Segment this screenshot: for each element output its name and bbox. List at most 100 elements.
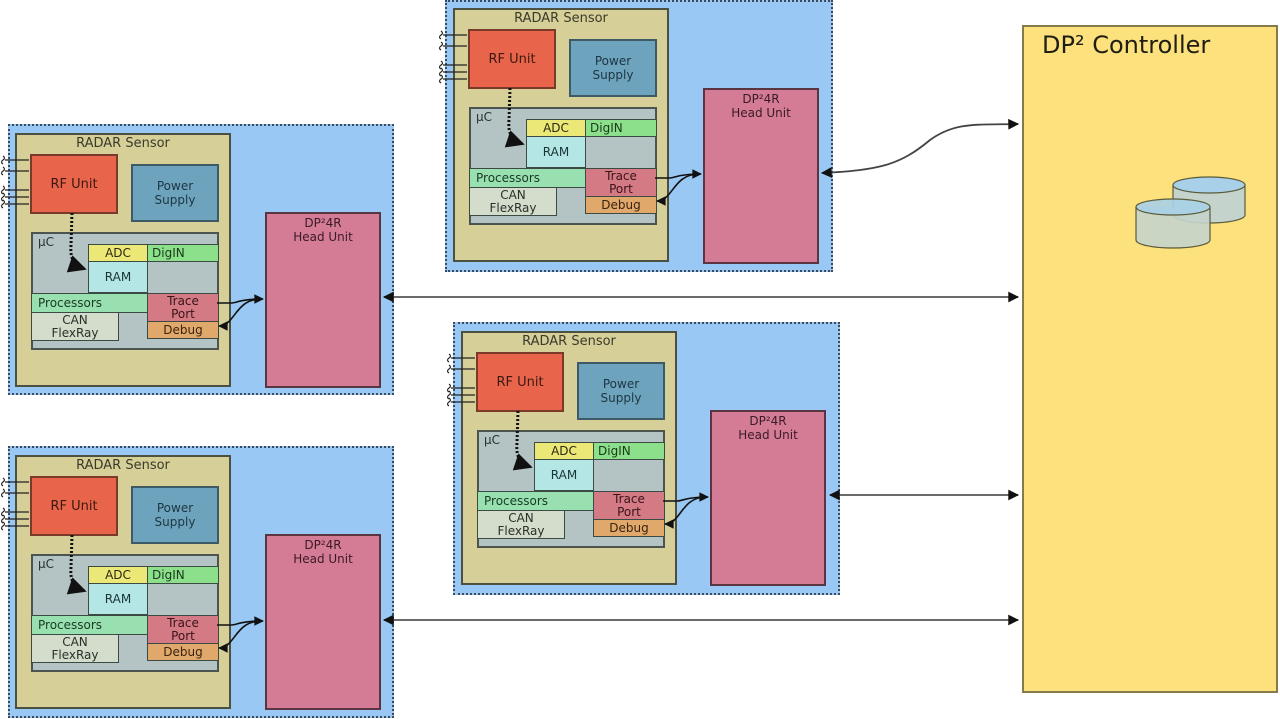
rf-unit: RF Unit [476, 352, 564, 412]
can-flexray-label: CAN FlexRay [497, 510, 545, 538]
microcontroller: µC ADC DigIN RAM Processors Trace Port D… [469, 107, 657, 225]
microcontroller: µC ADC DigIN RAM Processors Trace Port D… [477, 430, 665, 548]
antenna-icon [446, 390, 475, 400]
antenna-icon [0, 514, 29, 524]
trace-port-label: Trace Port [605, 168, 637, 196]
debug-block: Debug [585, 196, 657, 214]
debug-block: Debug [147, 643, 219, 661]
rf-to-ram-arrow [504, 87, 525, 148]
head-unit-label: DP²4R Head Unit [731, 92, 791, 120]
power-supply-label: Power Supply [154, 501, 196, 529]
can-flexray-block: CAN FlexRay [31, 312, 119, 341]
ram-block: RAM [88, 261, 148, 293]
sensor-title: RADAR Sensor [514, 11, 608, 26]
database-icon [1135, 176, 1246, 249]
antenna-icon [446, 383, 475, 393]
microcontroller-label: µC [38, 235, 55, 249]
power-supply-label: Power Supply [600, 377, 642, 405]
digin-block: DigIN [147, 566, 219, 584]
antenna-icon [0, 521, 29, 531]
debug-block: Debug [593, 519, 665, 537]
digin-block: DigIN [585, 119, 657, 137]
radar-sensor: RADAR Sensor RF Unit Power Supply µC ADC… [15, 133, 231, 387]
antenna-icon [0, 155, 29, 165]
antenna-icon [446, 364, 475, 374]
rf-to-ram-arrow [512, 410, 533, 471]
antenna-icon [0, 185, 29, 195]
antenna-icon [0, 477, 29, 487]
antenna-icon [446, 353, 475, 363]
antenna-icon [438, 60, 467, 70]
power-supply: Power Supply [569, 39, 657, 97]
debug-link [218, 620, 262, 653]
microcontroller: µC ADC DigIN RAM Processors Trace Port D… [31, 232, 219, 350]
ram-block: RAM [534, 459, 594, 491]
power-supply-label: Power Supply [592, 54, 634, 82]
can-flexray-label: CAN FlexRay [489, 187, 537, 215]
antenna-icon [0, 166, 29, 176]
dp2-controller: DP² Controller [1022, 25, 1278, 693]
microcontroller-label: µC [38, 557, 55, 571]
antenna-icon [438, 41, 467, 51]
adc-block: ADC [88, 566, 148, 584]
microcontroller: µC ADC DigIN RAM Processors Trace Port D… [31, 554, 219, 672]
rf-unit-label: RF Unit [496, 374, 544, 390]
radar-sensor: RADAR Sensor RF Unit Power Supply µC ADC… [453, 8, 669, 262]
trace-port-label: Trace Port [613, 491, 645, 519]
antenna-icon [438, 30, 467, 40]
debug-link [218, 298, 262, 331]
trace-port-block: Trace Port [147, 615, 219, 644]
can-flexray-block: CAN FlexRay [477, 510, 565, 539]
antenna-icon [446, 397, 475, 407]
rf-unit-label: RF Unit [488, 51, 536, 67]
head-unit: DP²4R Head Unit [265, 534, 381, 710]
radar-sensor: RADAR Sensor RF Unit Power Supply µC ADC… [461, 331, 677, 585]
rf-unit: RF Unit [30, 476, 118, 536]
ram-block: RAM [526, 136, 586, 168]
head-unit: DP²4R Head Unit [265, 212, 381, 388]
head-unit-label: DP²4R Head Unit [293, 538, 353, 566]
head-unit: DP²4R Head Unit [703, 88, 819, 264]
microcontroller-label: µC [484, 433, 501, 447]
head-unit: DP²4R Head Unit [710, 410, 826, 586]
trace-port-block: Trace Port [593, 491, 665, 520]
antenna-icon [0, 199, 29, 209]
can-flexray-block: CAN FlexRay [31, 634, 119, 663]
adc-block: ADC [88, 244, 148, 262]
rf-unit: RF Unit [468, 29, 556, 89]
trace-port-label: Trace Port [167, 615, 199, 643]
sensor-title: RADAR Sensor [522, 334, 616, 349]
rf-to-ram-arrow [66, 534, 87, 595]
debug-link [664, 496, 707, 529]
rf-unit: RF Unit [30, 154, 118, 214]
antenna-icon [438, 74, 467, 84]
trace-port-label: Trace Port [167, 293, 199, 321]
processors-block: Processors [31, 293, 148, 313]
rf-to-ram-arrow [66, 212, 87, 273]
head-unit-label: DP²4R Head Unit [738, 414, 798, 442]
antenna-icon [0, 488, 29, 498]
debug-link [656, 173, 700, 206]
antenna-icon [0, 507, 29, 517]
power-supply: Power Supply [577, 362, 665, 420]
sensor-title: RADAR Sensor [76, 458, 170, 473]
power-supply-label: Power Supply [154, 179, 196, 207]
link-top-middle [820, 118, 1020, 178]
digin-block: DigIN [147, 244, 219, 262]
processors-block: Processors [477, 491, 594, 511]
can-flexray-label: CAN FlexRay [51, 634, 99, 662]
rf-unit-label: RF Unit [50, 176, 98, 192]
controller-title: DP² Controller [1042, 31, 1211, 59]
antenna-icon [0, 192, 29, 202]
antenna-icon [438, 67, 467, 77]
debug-block: Debug [147, 321, 219, 339]
power-supply: Power Supply [131, 486, 219, 544]
sensor-title: RADAR Sensor [76, 136, 170, 151]
radar-sensor: RADAR Sensor RF Unit Power Supply µC ADC… [15, 455, 231, 709]
power-supply: Power Supply [131, 164, 219, 222]
can-flexray-label: CAN FlexRay [51, 312, 99, 340]
rf-unit-label: RF Unit [50, 498, 98, 514]
can-flexray-block: CAN FlexRay [469, 187, 557, 216]
head-unit-label: DP²4R Head Unit [293, 216, 353, 244]
